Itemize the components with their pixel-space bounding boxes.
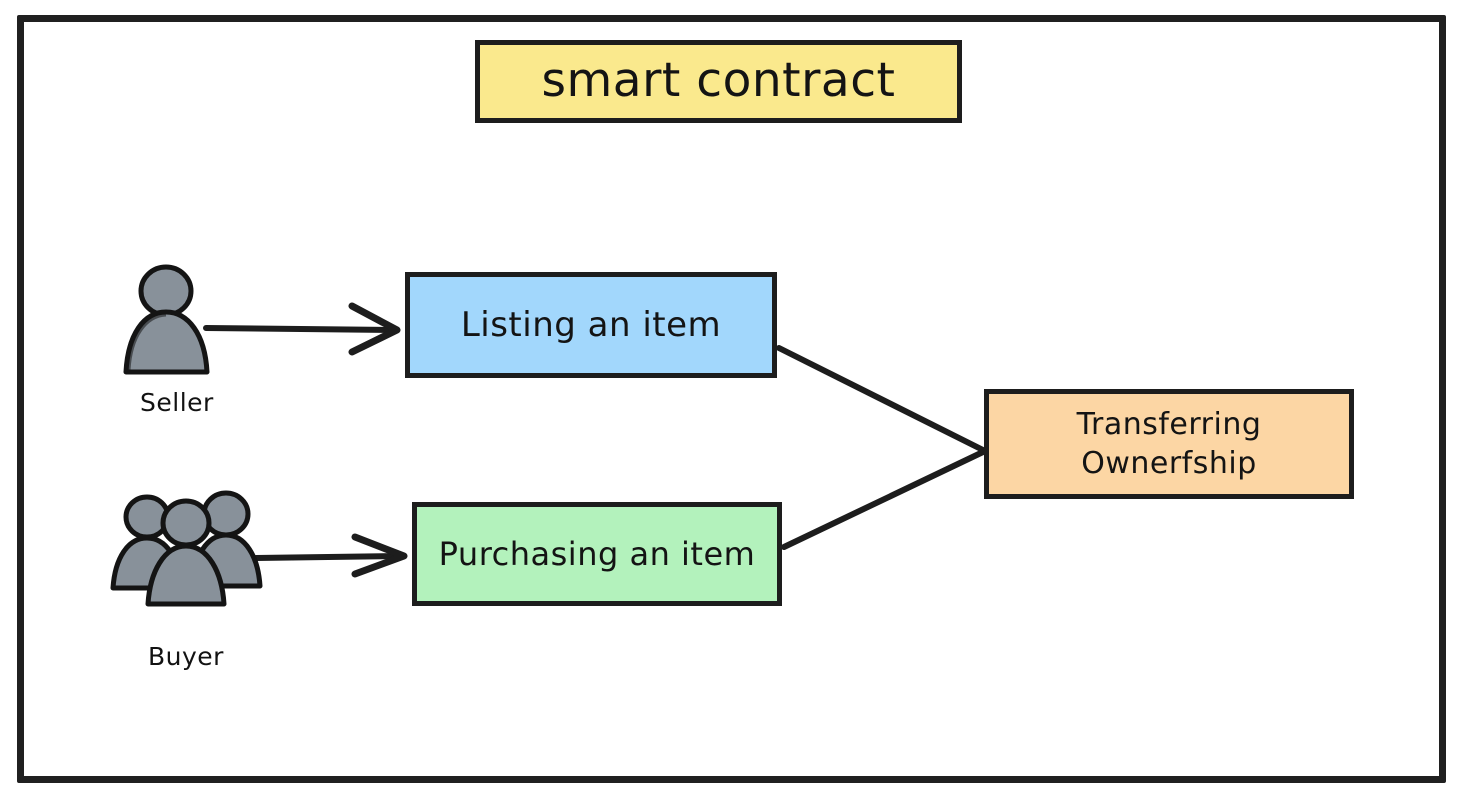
- node-transfer-line-1: Transferring: [1076, 406, 1262, 442]
- node-smart-contract[interactable]: smart contract: [475, 40, 962, 123]
- actor-seller[interactable]: [110, 258, 240, 378]
- single-person-icon: [123, 264, 210, 375]
- node-transferring-ownership[interactable]: Transferring Ownerfship: [984, 389, 1354, 499]
- node-purchasing-an-item[interactable]: Purchasing an item: [412, 502, 782, 606]
- actor-buyer-label: Buyer: [148, 642, 224, 671]
- node-listing-an-item[interactable]: Listing an item: [405, 272, 777, 378]
- actor-seller-label: Seller: [140, 388, 214, 417]
- node-transfer-line-2: Ownerfship: [1081, 446, 1257, 481]
- actor-buyer[interactable]: [100, 482, 280, 610]
- group-of-people-icon: [110, 490, 263, 607]
- diagram-border: [17, 15, 1446, 783]
